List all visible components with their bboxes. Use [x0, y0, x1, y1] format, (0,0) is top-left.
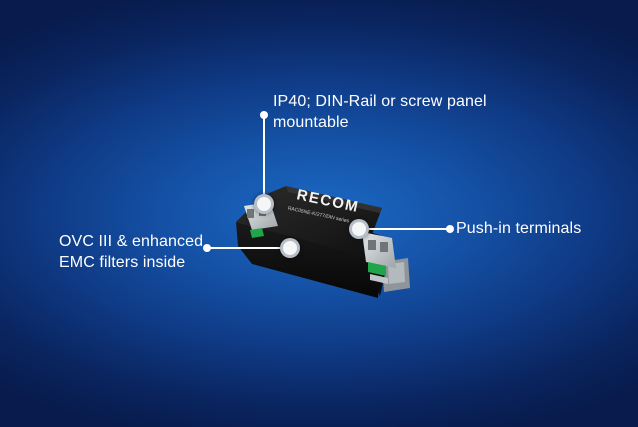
ovc-leader-line: [205, 247, 289, 249]
callout-push-in-terminals: Push-in terminals: [456, 220, 582, 237]
ovc-marker: [280, 238, 300, 258]
push-in-leader-line: [362, 228, 448, 230]
ip40-leader-dot: [260, 111, 268, 119]
right-terminal: [362, 232, 396, 284]
callout-ovc-emc-filters: OVC III & enhanced EMC filters inside: [59, 233, 204, 271]
module-front-face: [236, 222, 380, 298]
callout-ip40-mounting: IP40; DIN-Rail or screw panel mountable: [273, 93, 487, 131]
ovc-leader-dot: [203, 244, 211, 252]
ip40-leader-line: [263, 115, 265, 203]
ip40-marker: [254, 194, 274, 214]
push-in-marker: [349, 219, 369, 239]
push-in-leader-dot: [446, 225, 454, 233]
